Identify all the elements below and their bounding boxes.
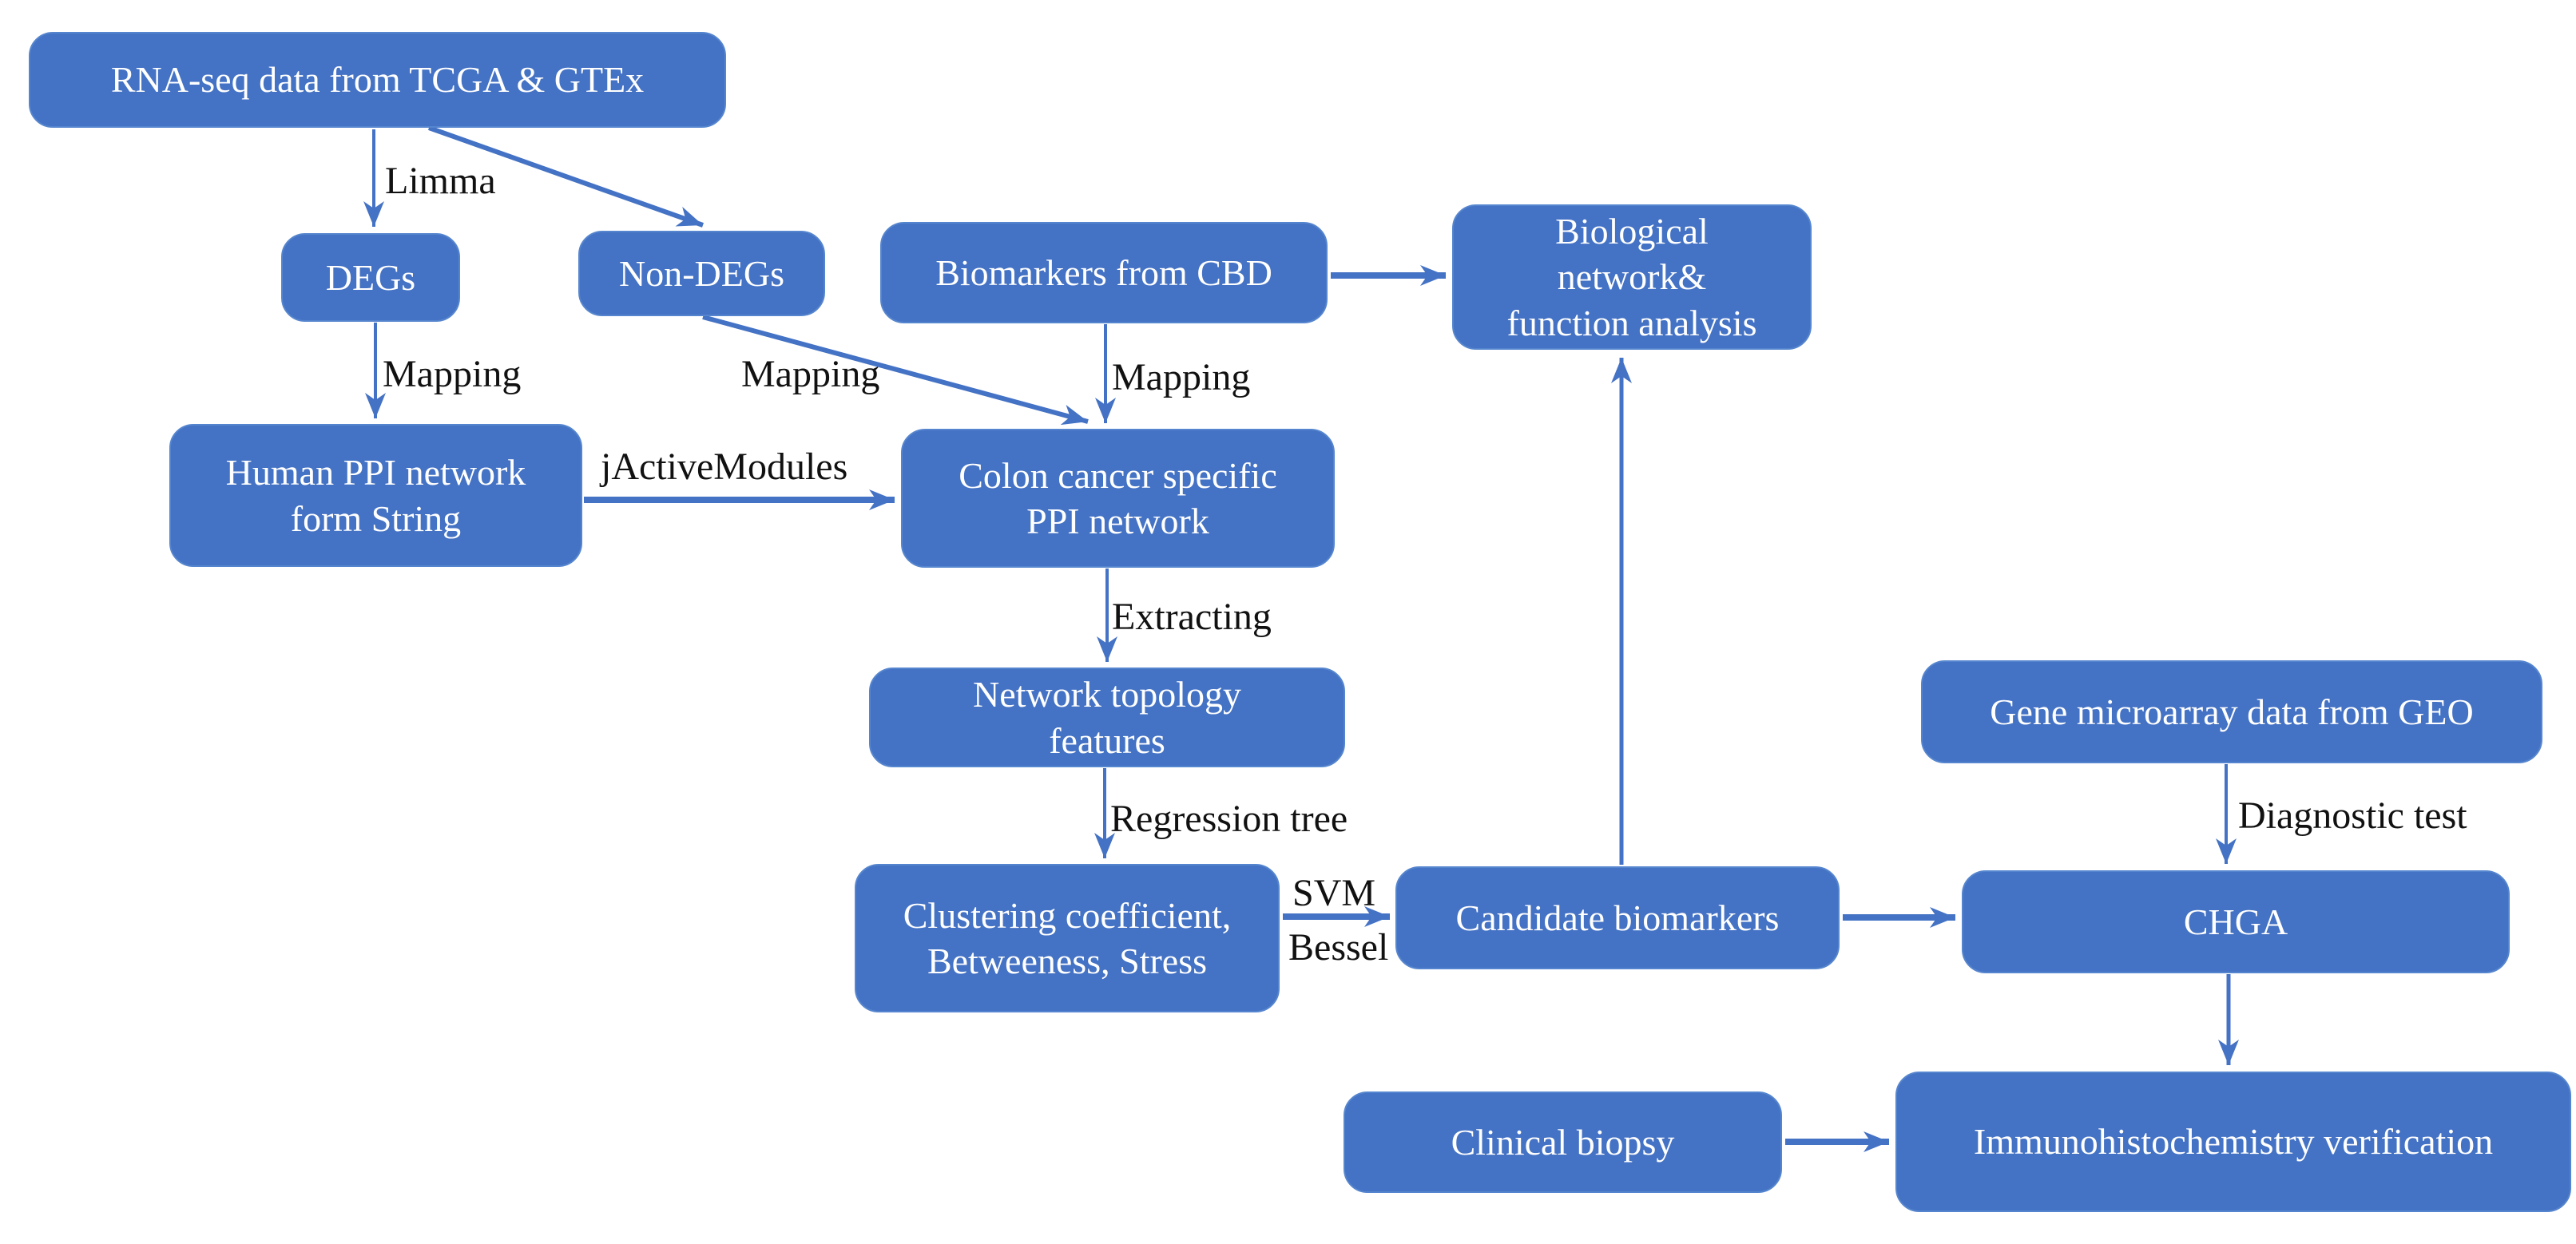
node-biomarkers-from-cbd: Biomarkers from CBD — [880, 222, 1328, 323]
edge-label-jactivemodules: jActiveModules — [601, 446, 848, 488]
edge-label-mapping-nondegs: Mapping — [741, 353, 880, 395]
node-biological-network-function-analysis: Biological network& function analysis — [1452, 204, 1812, 350]
arrow-nondegs-to-colonppi — [702, 315, 1089, 426]
edge-label-extracting: Extracting — [1112, 596, 1272, 638]
node-chga: CHGA — [1962, 870, 2510, 973]
node-colon-cancer-ppi-network: Colon cancer specific PPI network — [901, 429, 1335, 568]
edge-label-diagnostic-test: Diagnostic test — [2238, 794, 2467, 837]
node-immunohistochemistry-verification: Immunohistochemistry verification — [1895, 1072, 2571, 1212]
node-network-topology-features: Network topology features — [869, 668, 1345, 767]
node-clinical-biopsy: Clinical biopsy — [1344, 1091, 1782, 1193]
node-candidate-biomarkers: Candidate biomarkers — [1395, 866, 1840, 969]
node-clustering-betweeness-stress: Clustering coefficient, Betweeness, Stre… — [855, 864, 1280, 1012]
node-gene-microarray-geo: Gene microarray data from GEO — [1921, 660, 2542, 763]
node-rna-seq-data: RNA-seq data from TCGA & GTEx — [29, 32, 726, 128]
edge-label-limma: Limma — [385, 160, 496, 202]
node-degs: DEGs — [281, 233, 460, 322]
node-human-ppi-network: Human PPI network form String — [169, 424, 582, 567]
edge-label-mapping-cbd: Mapping — [1112, 356, 1251, 398]
edge-label-svm: SVM — [1292, 872, 1376, 914]
edge-label-regression-tree: Regression tree — [1110, 798, 1348, 840]
edge-label-mapping-degs: Mapping — [383, 353, 522, 395]
edge-label-bessel: Bessel — [1288, 926, 1389, 969]
arrow-rnaseq-to-nondegs — [427, 125, 705, 228]
node-non-degs: Non-DEGs — [578, 231, 825, 316]
